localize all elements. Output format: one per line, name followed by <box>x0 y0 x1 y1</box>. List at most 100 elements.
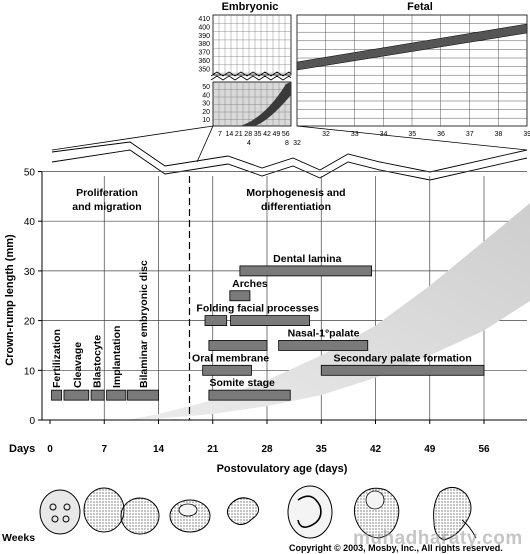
y-tick-label: 50 <box>24 168 36 179</box>
inset-left-upper-gridlines <box>213 15 291 75</box>
y-tick-label: 30 <box>24 267 36 278</box>
timeline-bar <box>230 315 311 327</box>
x-tick-label: 14 <box>153 444 165 455</box>
inset-title-embryonic: Embryonic <box>222 1 279 13</box>
inset-right-xtick-label: 35 <box>408 131 416 138</box>
region-label-2-line2: differentiation <box>261 201 331 213</box>
watermark: muhadharaty.com <box>353 528 523 549</box>
embryo-sketch-1 <box>39 489 81 535</box>
inset-upper-ytick-label: 390 <box>198 33 210 40</box>
inset-left-break-2 <box>210 75 292 81</box>
bars <box>51 265 485 401</box>
embryo-illustrations <box>39 485 477 541</box>
inset-right-xtick-label: 33 <box>351 131 359 138</box>
timeline-bar <box>90 389 105 401</box>
bar-label: Arches <box>232 278 268 290</box>
inset-upper-ytick-label: 380 <box>198 41 210 48</box>
timeline-bar <box>63 389 90 401</box>
top-wave-border-2 <box>51 149 528 181</box>
bar-label: Oral membrane <box>192 352 269 364</box>
timeline-bar <box>278 340 369 351</box>
y-tick-label: 20 <box>24 317 36 328</box>
bar-label: Secondary palate formation <box>333 352 471 364</box>
inset-lower-ytick-label: 40 <box>202 92 210 99</box>
embryo-sketch-6 <box>287 485 333 539</box>
embryo-sketch-5 <box>226 497 259 525</box>
inset-lower-ytick-label: 30 <box>202 101 210 108</box>
timeline-bar <box>239 265 373 277</box>
inset-right-xtick-label: 38 <box>495 131 503 138</box>
inset-right-xtick-label: 36 <box>437 131 445 138</box>
x-axis-title: Postovulatory age (days) <box>217 463 348 475</box>
inset-connector-right <box>296 125 528 151</box>
inset-right-xtick-label: 32 <box>322 131 330 138</box>
inset-embryonic-growth-band <box>240 82 291 126</box>
bar-label: Dental lamina <box>273 253 341 265</box>
x-tick-label: 21 <box>207 444 219 455</box>
inset-left-xtick-label: 35 <box>254 131 262 138</box>
growth-band <box>127 203 530 420</box>
region-label-2-line1: Morphogenesis and <box>246 187 345 199</box>
inset-left-xtick-label: 21 <box>235 131 243 138</box>
x-tick-label: 0 <box>47 444 53 455</box>
vertical-event-label: Implantation <box>111 326 123 388</box>
bar-label: Folding facial processes <box>196 303 319 315</box>
y-tick-label: 40 <box>24 217 36 228</box>
inset-week-4: 4 <box>247 140 251 147</box>
inset-connector-left <box>51 125 214 151</box>
timeline-bar <box>127 389 159 401</box>
weeks-label: Weeks <box>2 532 35 544</box>
inset-left-xtick-label: 49 <box>273 131 281 138</box>
inset-connector-mid <box>196 125 214 163</box>
embryo-sketch-3 <box>120 497 160 535</box>
top-wave-border <box>51 141 528 173</box>
inset-right-small-32: 32 <box>293 140 301 147</box>
inset-right-xtick-label: 34 <box>380 131 388 138</box>
y-axis-title: Crown-rump length (mm) <box>4 234 16 366</box>
inset-upper-ytick-label: 350 <box>198 66 210 73</box>
inset-left-xtick-label: 14 <box>226 131 234 138</box>
inset-right-xtick-label: 37 <box>466 131 474 138</box>
inset-right-xticks: 323334353637383940 <box>322 131 530 138</box>
y-tick-label: 0 <box>29 416 35 427</box>
region-label-1-line1: Proliferation <box>76 187 138 199</box>
inset-left-xtick-label: 28 <box>244 131 252 138</box>
copyright-text: Copyright © 2003, Mosby, Inc., All right… <box>289 543 503 553</box>
vertical-event-label: Fertilization <box>51 329 63 388</box>
x-tick-label: 56 <box>478 444 490 455</box>
timeline-bar <box>204 315 228 327</box>
inset-lower-ytick-label: 20 <box>202 109 210 116</box>
vertical-event-label: Cleavage <box>72 342 84 388</box>
inset-lower-ytick-label: 10 <box>202 117 210 124</box>
inset-right-gridlines <box>297 15 527 126</box>
vertical-event-label: Bilaminar embryonic disc <box>138 260 150 388</box>
x-tick-label: 49 <box>424 444 436 455</box>
x-axis-start-label: Days <box>9 443 35 455</box>
timeline-bar <box>202 364 252 376</box>
bar-label: Somite stage <box>210 377 276 389</box>
embryo-sketch-7 <box>353 487 400 539</box>
inset-upper-ytick-label: 400 <box>198 24 210 31</box>
inset-left-upper-grid <box>212 14 292 76</box>
bar-label: Nasal-1°palate <box>288 327 360 339</box>
inset-left-break <box>210 71 292 77</box>
inset-title-fetal: Fetal <box>407 1 433 13</box>
timeline-bar <box>208 340 268 351</box>
embryo-sketch-4 <box>169 499 211 533</box>
timeline-bar <box>229 290 251 302</box>
timeline-bar <box>106 389 127 401</box>
inset-left-xtick-label: 42 <box>263 131 271 138</box>
inset-lower-ytick-label: 50 <box>202 84 210 91</box>
x-tick-label: 35 <box>316 444 328 455</box>
inset-left-xtick-label: 56 <box>282 131 290 138</box>
inset-right-xtick-label: 39 <box>523 131 530 138</box>
inset-week-8: 8 <box>285 140 289 147</box>
inset-upper-ytick-label: 370 <box>198 50 210 57</box>
